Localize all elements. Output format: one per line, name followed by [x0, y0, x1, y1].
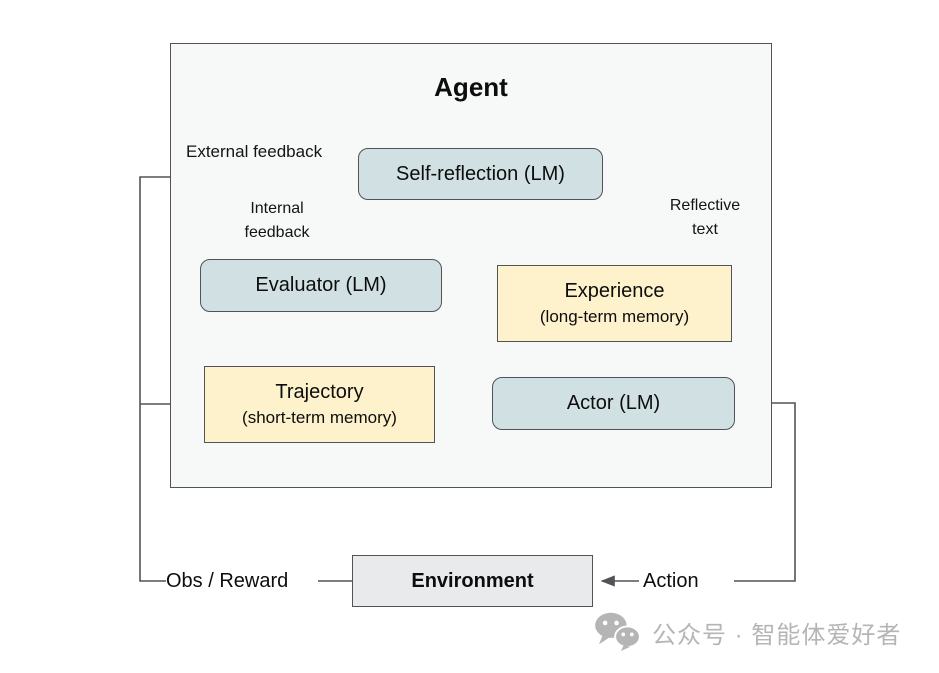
watermark: 公众号 · 智能体爱好者	[594, 612, 901, 652]
node-actor-label: Actor (LM)	[566, 392, 661, 414]
node-self-reflection-label: Self-reflection (LM)	[396, 162, 565, 185]
label-reflective-text-line1: Reflective	[669, 197, 741, 214]
label-internal-feedback-line2: feedback	[244, 224, 310, 241]
node-experience: Experience (long-term memory)	[497, 265, 732, 342]
node-actor: Actor (LM)	[492, 377, 735, 430]
label-external-feedback: External feedback	[186, 142, 323, 161]
node-trajectory: Trajectory (short-term memory)	[204, 366, 435, 443]
watermark-text: 公众号 · 智能体爱好者	[652, 621, 902, 649]
node-evaluator-label: Evaluator (LM)	[255, 274, 387, 296]
node-trajectory-subtitle: (short-term memory)	[242, 408, 397, 428]
node-evaluator: Evaluator (LM)	[200, 259, 442, 312]
label-obs-reward: Obs / Reward	[166, 570, 289, 592]
label-reflective-text-line2: text	[692, 221, 718, 238]
label-internal-feedback: Internal feedback	[233, 197, 321, 245]
label-reflective-text: Reflective text	[660, 194, 750, 242]
node-trajectory-title: Trajectory	[275, 381, 364, 404]
wechat-icon	[595, 612, 641, 652]
node-environment: Environment	[352, 555, 593, 607]
label-action: Action	[643, 570, 699, 592]
agent-title: Agent	[434, 72, 508, 102]
node-environment-label: Environment	[411, 569, 534, 592]
node-experience-title: Experience	[564, 280, 665, 303]
node-experience-subtitle: (long-term memory)	[539, 307, 690, 327]
label-internal-feedback-line1: Internal	[250, 200, 304, 217]
node-self-reflection: Self-reflection (LM)	[358, 148, 603, 200]
